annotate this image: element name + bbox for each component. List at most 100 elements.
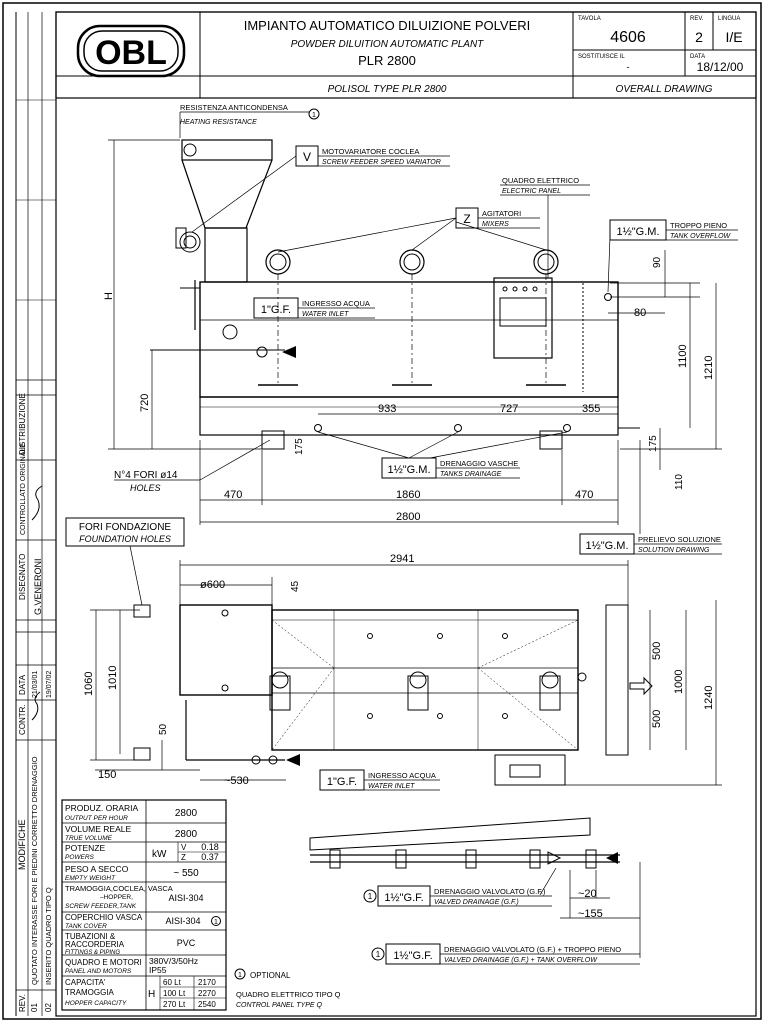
overflow-size: 1½"G.M.	[616, 226, 659, 238]
side-strip: MODIFICHE REV. CONTR. DATA 01 QUOTATO IN…	[15, 12, 56, 1016]
model-name: PLR 2800	[358, 53, 416, 68]
side-contr-header: CONTR.	[18, 704, 27, 735]
spec-piping-label-en: FITTINGS & PIPING	[65, 950, 120, 956]
side-modifiche-label: MODIFICHE	[17, 820, 27, 871]
spec-piping-label-2: RACCORDERIA	[65, 940, 125, 949]
inlet2-label: INGRESSO ACQUA	[368, 771, 436, 780]
valve-size: 1½"G.F.	[384, 892, 423, 904]
inlet2-label-en: WATER INLET	[368, 783, 415, 790]
dim-355: 355	[582, 403, 600, 415]
drainage-detail: ~20 ~155 1 1½"G.F. DRENAGGIO VALVOLATO (…	[234, 817, 641, 1009]
spec-material-label-en: SCREW FEEDER,TANK	[65, 903, 137, 910]
tavola-label: TAVOLA	[578, 16, 601, 22]
spec-output-value: 2800	[175, 808, 198, 819]
plan-motor-2	[407, 671, 429, 711]
spec-piping-label: TUBAZIONI &	[65, 932, 116, 941]
heating-option-number: 1	[312, 112, 316, 119]
rev1-date: 21/03/01	[32, 671, 39, 698]
dim-80: 80	[634, 307, 646, 319]
capacity-row-2-height: 2270	[198, 989, 216, 998]
mixer-1	[258, 249, 298, 386]
variator-motor	[179, 231, 201, 253]
optional-note: OPTIONAL	[250, 971, 291, 980]
capacity-h-label: H	[148, 989, 155, 1000]
capacity-row-1-height: 2170	[198, 978, 216, 987]
plan-view	[133, 604, 653, 786]
dim-727: 727	[500, 403, 518, 415]
spec-cover-label-en: TANK COVER	[65, 923, 107, 930]
spec-power-label-en: POWERS	[65, 854, 95, 861]
dim-720: 720	[139, 394, 151, 412]
spec-power-unit: kW	[152, 849, 167, 860]
front-dimensions: H 720 90 80 1100 1210 933 727 355 175 17…	[103, 139, 722, 525]
variator-label-en: SCREW FEEDER SPEED VARIATOR	[322, 159, 441, 166]
inlet-label-en: WATER INLET	[302, 311, 349, 318]
signature-mark	[31, 485, 43, 521]
hopper-label: TRAMOGGIA	[65, 988, 115, 997]
side-rev-header: REV.	[18, 994, 27, 1012]
tavola-number: 4606	[610, 29, 646, 46]
title-english: POWDER DILUITION AUTOMATIC PLANT	[291, 39, 484, 50]
variator-letter: V	[303, 150, 311, 164]
inlet2-size: 1"G.F.	[327, 776, 357, 788]
overflow-label-en: TANK OVERFLOW	[670, 233, 732, 240]
variator-label: MOTOVARIATORE COCLEA	[322, 147, 419, 156]
capacity-label: CAPACITA'	[65, 978, 106, 987]
spec-volume-value: 2800	[175, 829, 198, 840]
dim-175-right: 175	[648, 435, 659, 452]
front-view	[150, 139, 640, 450]
tank-base	[199, 396, 619, 436]
overflow-label: TROPPO PIENO	[670, 221, 727, 230]
lingua-value: I/E	[725, 29, 742, 45]
spec-volume-label: VOLUME REALE	[65, 824, 131, 834]
electric-panel-label-en: ELECTRIC PANEL	[502, 188, 561, 195]
dim-90: 90	[652, 256, 663, 268]
spec-panel-ip: IP55	[149, 965, 167, 975]
spec-panel-value: 380V/3/50Hz	[149, 956, 198, 966]
plan-dimensions: 2941 ø600 45 1060 1010 50 150 ~530 500 5…	[83, 553, 722, 791]
mixer-2	[392, 249, 432, 386]
mixers-label: AGITATORI	[482, 209, 521, 218]
valve2-label: DRENAGGIO VALVOLATO (G.F.) + TROPPO PIEN…	[444, 945, 621, 954]
foot-left	[261, 430, 285, 450]
dim-150: 150	[98, 769, 116, 781]
foundation-holes-label: FORI FONDAZIONE	[79, 522, 172, 533]
valve2-label-en: VALVED DRAINAGE (G.F.) + TANK OVERFLOW	[444, 957, 598, 964]
front-callouts: RESISTENZA ANTICONDENSA HEATING RESISTAN…	[65, 103, 738, 606]
lingua-label: LINGUA	[718, 16, 740, 22]
obl-logo-frame	[76, 24, 186, 78]
spec-piping-value: PVC	[177, 938, 196, 948]
signature-mark-rev	[31, 691, 41, 721]
foundation-holes-label-en: FOUNDATION HOLES	[79, 534, 171, 544]
rev1-text: QUOTATO INTERASSE FORI E PIEDINI CORRETT…	[30, 756, 39, 985]
rev-label: REV.	[690, 16, 704, 22]
date-value: 18/12/00	[697, 60, 744, 74]
drain-label: DRENAGGIO VASCHE	[440, 459, 518, 468]
spec-weight-value: ~ 550	[173, 868, 199, 879]
spec-cover-value: AISI-304	[165, 916, 200, 926]
dim-530: ~530	[224, 775, 249, 787]
spec-volume-label-en: TRUE VOLUME	[65, 835, 113, 842]
dim-470-right: 470	[575, 489, 593, 501]
plan-tank	[271, 609, 579, 751]
holes-label: N°4 FORI ø14	[114, 470, 178, 481]
valve-label: DRENAGGIO VALVOLATO (G.F.)	[434, 887, 546, 896]
obl-logo: OBL	[95, 34, 167, 72]
drawing-type: OVERALL DRAWING	[616, 84, 713, 95]
solution-label: PRELIEVO SOLUZIONE	[638, 535, 721, 544]
spec-power-v-value: 0.18	[201, 842, 219, 852]
dim-20: ~20	[578, 888, 597, 900]
optional-number: 1	[238, 972, 242, 979]
spec-cover-label: COPERCHIO VASCA	[65, 913, 143, 922]
dim-2800: 2800	[396, 511, 420, 523]
electric-panel-label: QUADRO ELETTRICO	[502, 176, 579, 185]
controllato-label: CONTROLLATO ORIGINALE	[20, 443, 27, 535]
dim-2941: 2941	[390, 553, 414, 565]
disegnato-label: DISEGNATO	[18, 554, 27, 600]
solution-label-en: SOLUTION DRAWING	[638, 547, 710, 554]
heating-resistance-label-en: HEATING RESISTANCE	[180, 119, 257, 126]
title-italian: IMPIANTO AUTOMATICO DILUIZIONE POLVERI	[244, 18, 531, 33]
dim-1240: 1240	[703, 686, 715, 710]
spec-weight-label: PESO A SECCO	[65, 864, 129, 874]
